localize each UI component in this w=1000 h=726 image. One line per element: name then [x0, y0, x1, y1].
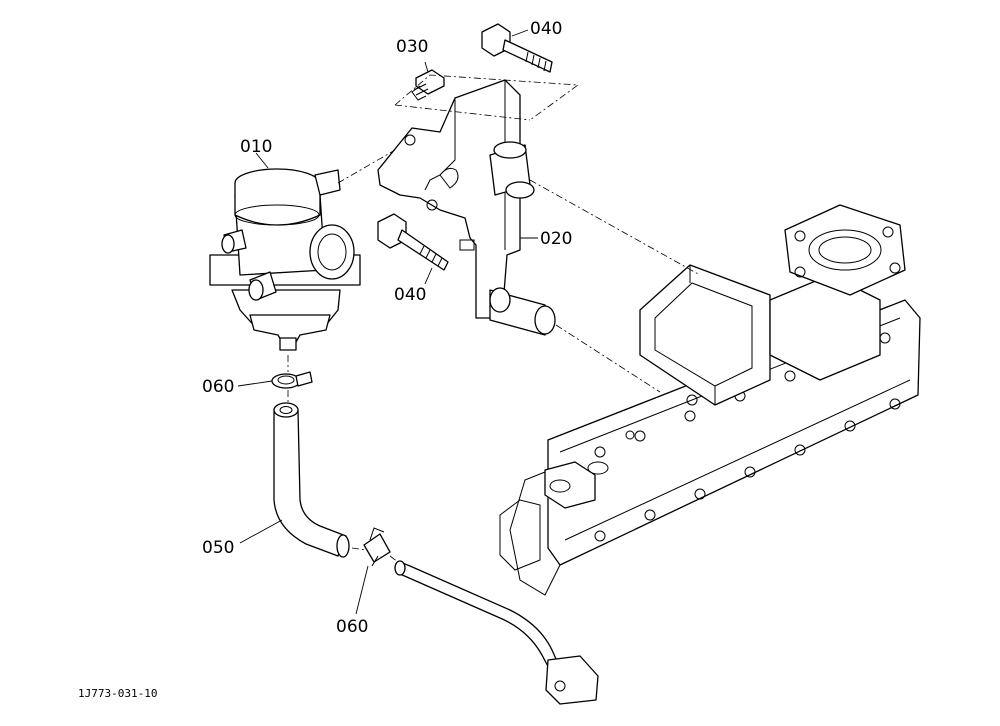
- bolt-040-lower: [377, 213, 449, 271]
- drawing-code: 1J773-031-10: [78, 687, 157, 700]
- bracket-part: [377, 79, 556, 336]
- callout-010: 010: [240, 137, 272, 157]
- intake-manifold: [499, 204, 921, 596]
- callout-040-lower: 040: [394, 285, 426, 305]
- breather-valve: [209, 168, 361, 351]
- clamp-bottom: [363, 527, 391, 567]
- leader-lines: [237, 29, 538, 615]
- callout-060-bottom: 060: [336, 617, 368, 637]
- callout-050: 050: [202, 538, 234, 558]
- clamp-top: [271, 371, 313, 389]
- pipe-part: [394, 560, 599, 705]
- bolt-030: [411, 69, 445, 101]
- callout-060-top: 060: [202, 377, 234, 397]
- callout-020: 020: [540, 229, 572, 249]
- callout-040-top: 040: [530, 19, 562, 39]
- assembly-lines: [287, 74, 701, 563]
- hose-part: [273, 402, 350, 558]
- bolt-040-top: [481, 23, 553, 73]
- callout-030: 030: [396, 37, 428, 57]
